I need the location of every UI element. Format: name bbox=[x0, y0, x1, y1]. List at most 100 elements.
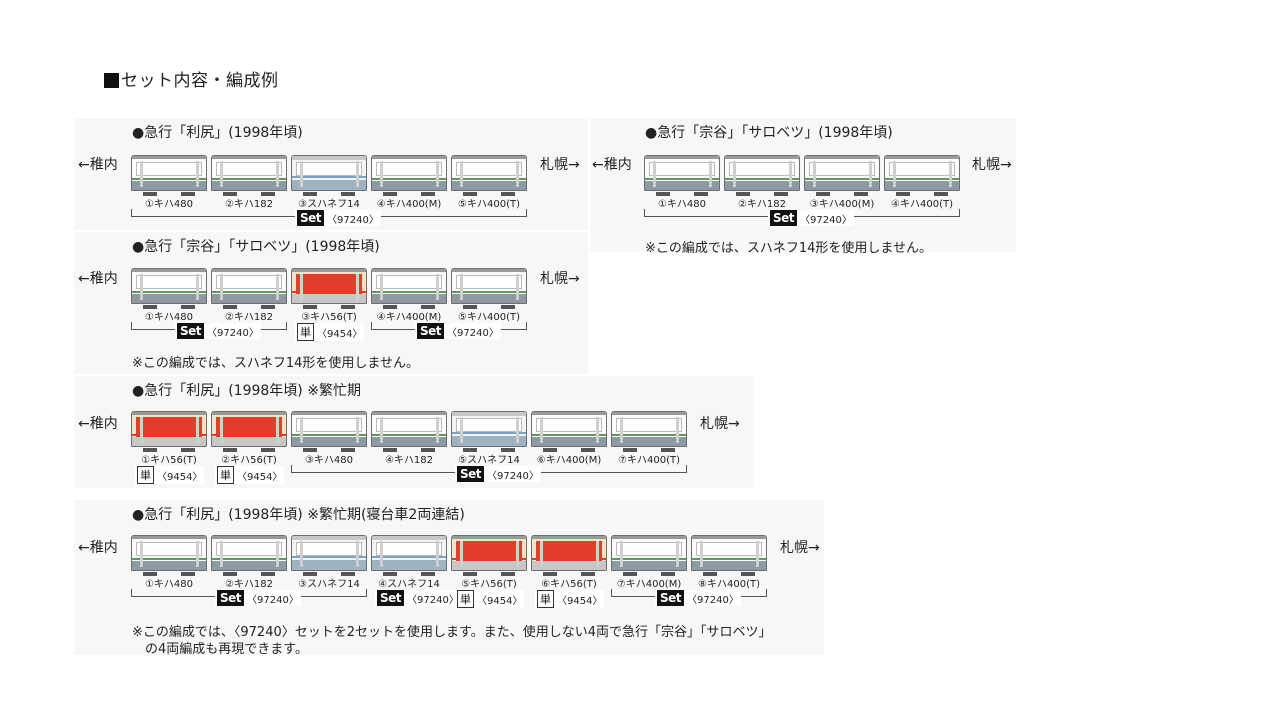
car-roof bbox=[212, 269, 286, 272]
car-bogie bbox=[736, 192, 750, 196]
car-door bbox=[380, 541, 383, 567]
train-car bbox=[531, 411, 607, 447]
car-door bbox=[676, 417, 679, 443]
car-stripe-g bbox=[292, 291, 366, 293]
train-car bbox=[724, 155, 800, 191]
direction-right: 札幌→ bbox=[972, 157, 1012, 173]
car-stripe-g bbox=[692, 558, 766, 560]
car-door bbox=[140, 274, 143, 300]
car-door bbox=[380, 274, 383, 300]
formation-note: ※この編成では、スハネフ14形を使用しません。 bbox=[645, 241, 933, 256]
car-bogie bbox=[774, 192, 788, 196]
car-door bbox=[300, 161, 303, 187]
car-roof bbox=[292, 536, 366, 540]
product-code: 〈97240〉 bbox=[800, 214, 852, 226]
car-door bbox=[436, 274, 439, 300]
car-door bbox=[516, 161, 519, 187]
car-door bbox=[869, 161, 872, 187]
car-door bbox=[460, 417, 463, 443]
product-code: 〈9454〉 bbox=[317, 328, 363, 340]
product-code: 〈9454〉 bbox=[477, 595, 523, 607]
car-lower bbox=[452, 436, 526, 446]
car-lower bbox=[725, 181, 799, 190]
car-win bbox=[136, 542, 202, 556]
car-door bbox=[356, 274, 359, 300]
car-roof bbox=[532, 536, 606, 539]
car-door bbox=[300, 274, 303, 300]
car-lower bbox=[132, 294, 206, 303]
train-car bbox=[131, 268, 207, 304]
car-lower bbox=[805, 181, 879, 190]
car-bogie bbox=[854, 192, 868, 196]
set-label: Set bbox=[217, 590, 245, 606]
car-bogie bbox=[223, 572, 237, 576]
car-win bbox=[136, 162, 202, 176]
product-code: 〈97240〉 bbox=[327, 214, 379, 226]
car-caption: ②キハ182 bbox=[737, 199, 787, 210]
car-door bbox=[276, 161, 279, 187]
car-stripe-g bbox=[292, 556, 366, 558]
car-roof bbox=[372, 536, 446, 540]
car-roof bbox=[885, 156, 959, 159]
set-badge: 単〈9454〉 bbox=[215, 466, 285, 484]
train-car bbox=[211, 535, 287, 571]
car-caption: ③スハネフ14 bbox=[298, 579, 360, 590]
set-badge: 単〈9454〉 bbox=[295, 323, 365, 341]
car-stripe-g bbox=[212, 178, 286, 180]
car-door bbox=[276, 417, 279, 443]
car-win bbox=[536, 541, 602, 561]
car-roof bbox=[725, 156, 799, 159]
car-bogie bbox=[421, 572, 435, 576]
car-stripe-g bbox=[372, 556, 446, 558]
direction-left: ←稚内 bbox=[78, 271, 118, 287]
set-label: Set bbox=[457, 466, 485, 482]
product-code: 〈97240〉 bbox=[487, 470, 539, 482]
car-lower bbox=[212, 181, 286, 190]
car-bogie bbox=[303, 305, 317, 309]
car-door bbox=[596, 417, 599, 443]
train-car bbox=[644, 155, 720, 191]
car-bogie bbox=[181, 192, 195, 196]
car-win bbox=[376, 418, 442, 432]
car-roof bbox=[692, 536, 766, 539]
car-lower bbox=[292, 437, 366, 446]
car-lower bbox=[132, 437, 206, 446]
train-car bbox=[131, 155, 207, 191]
car-caption: ②キハ182 bbox=[224, 199, 274, 210]
car-bogie bbox=[421, 448, 435, 452]
set-label: Set bbox=[177, 323, 205, 339]
car-bogie bbox=[143, 305, 157, 309]
car-caption: ②キハ182 bbox=[224, 579, 274, 590]
car-caption: ①キハ480 bbox=[144, 312, 194, 323]
car-stripe-g bbox=[212, 558, 286, 560]
car-door bbox=[220, 541, 223, 567]
page-title-text: セット内容・編成例 bbox=[121, 71, 279, 91]
car-bogie bbox=[383, 448, 397, 452]
car-door bbox=[700, 541, 703, 567]
train-car bbox=[451, 535, 527, 571]
car-stripe-g bbox=[645, 178, 719, 180]
car-bogie bbox=[181, 448, 195, 452]
car-bogie bbox=[261, 192, 275, 196]
car-stripe-g bbox=[452, 178, 526, 180]
car-caption: ⑤キハ56(T) bbox=[461, 579, 517, 590]
car-bogie bbox=[543, 572, 557, 576]
direction-left: ←稚内 bbox=[592, 157, 632, 173]
car-lower bbox=[452, 181, 526, 190]
car-bogie bbox=[703, 572, 717, 576]
car-door bbox=[653, 161, 656, 187]
car-bogie bbox=[816, 192, 830, 196]
single-label: 単 bbox=[537, 590, 554, 608]
car-roof bbox=[132, 269, 206, 272]
car-bogie bbox=[261, 572, 275, 576]
set-label: Set bbox=[770, 210, 798, 226]
train-car bbox=[291, 155, 367, 191]
car-caption: ②キハ182 bbox=[224, 312, 274, 323]
formation-title: ●急行「宗谷」「サロベツ」(1998年頃) bbox=[132, 239, 380, 255]
car-win bbox=[456, 275, 522, 289]
product-code: 〈97240〉 bbox=[247, 594, 299, 606]
direction-right: 札幌→ bbox=[700, 416, 740, 432]
car-bogie bbox=[261, 305, 275, 309]
car-win bbox=[376, 275, 442, 289]
car-stripe-g bbox=[452, 291, 526, 293]
